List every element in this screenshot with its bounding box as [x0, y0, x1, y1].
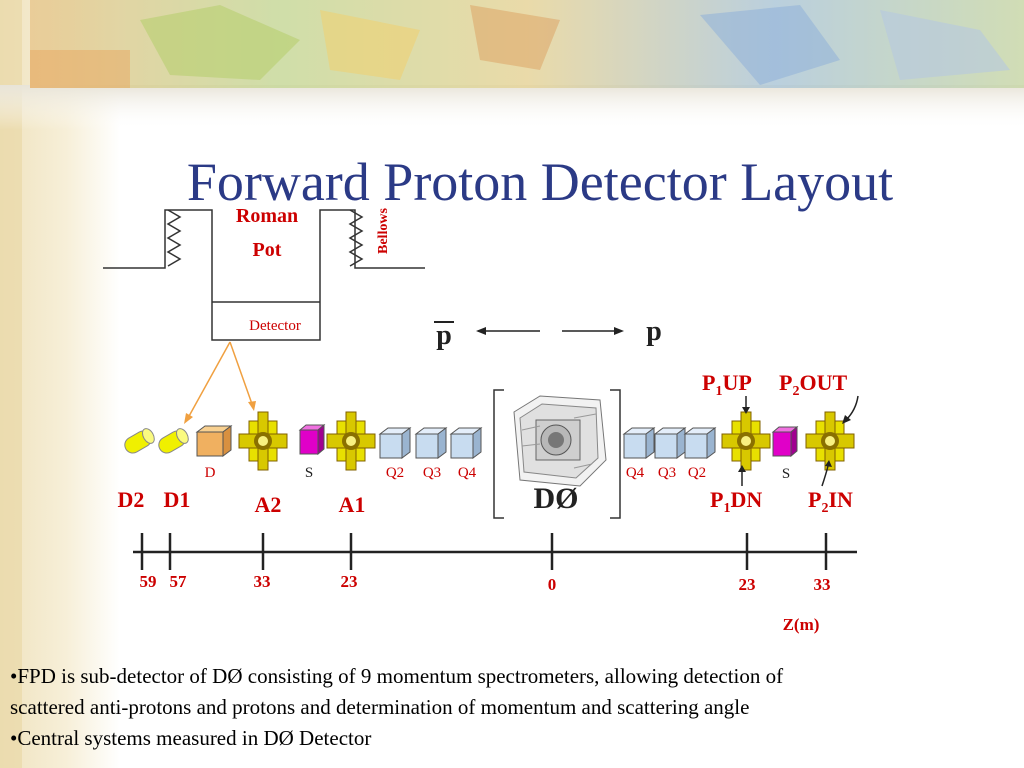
- bellows-label: Bellows: [376, 208, 391, 254]
- z-tick-label-23-right: 23: [739, 575, 756, 594]
- z-axis-unit-label: Z(m): [783, 615, 820, 634]
- pointer-line-left: [187, 341, 231, 419]
- station-a1-label: A1: [339, 492, 366, 517]
- z-tick-label-33-right: 33: [814, 575, 831, 594]
- separator-left: [298, 423, 326, 456]
- dipole-magnet-label: D: [205, 465, 216, 481]
- separator-left-label: S: [305, 465, 313, 481]
- roman-pot-outline: [103, 209, 425, 341]
- dipole-station-d1: [158, 428, 189, 454]
- bellows-left: [166, 209, 182, 267]
- z-tick-label-33-left: 33: [254, 572, 271, 591]
- detector-bracket-right: [610, 389, 621, 519]
- detector-bracket-left: [493, 389, 504, 519]
- quadrupole-q4-right: [622, 427, 656, 459]
- p1dn-arrowhead: [738, 465, 746, 472]
- bullet-line-1: •FPD is sub-detector of DØ consisting of…: [10, 664, 784, 688]
- p1up-arrowhead: [742, 407, 750, 414]
- upper-pot-labels: P1UP P2OUT: [702, 370, 859, 487]
- bullet-line-2: scattered anti-protons and protons and d…: [10, 695, 750, 719]
- quadrupole-q2-left: [378, 427, 412, 459]
- p2in-arrowhead: [825, 460, 832, 467]
- pointer-line-right: [229, 341, 253, 405]
- q2-right-label: Q2: [688, 465, 706, 481]
- p2out-arrow: [845, 395, 859, 421]
- separator-right: [771, 425, 799, 458]
- p2in-label: P2IN: [808, 487, 853, 516]
- z-axis: 59 57 33 23 0 23 33 Z(m): [133, 533, 857, 634]
- p2out-arrowhead: [842, 415, 851, 424]
- z-tick-label-0: 0: [548, 575, 557, 594]
- roman-pot-station-p1: [721, 411, 771, 471]
- z-tick-label-23-left: 23: [341, 572, 358, 591]
- roman-pot-label-line1: Roman: [236, 205, 298, 227]
- p2in-arrow: [821, 465, 829, 487]
- quadrupole-q4-left: [449, 427, 483, 459]
- station-a2-label: A2: [255, 492, 282, 517]
- p2out-label: P2OUT: [779, 370, 847, 399]
- roman-pot-station-p2: [805, 411, 855, 471]
- station-labels: D2 D1 A2 A1 P1DN P2IN: [118, 487, 853, 517]
- dipole-magnet: [195, 425, 233, 457]
- proton-arrowhead: [614, 327, 624, 335]
- proton-label: p: [646, 316, 662, 347]
- bellows-right: [348, 209, 364, 267]
- d0-label: DØ: [534, 482, 579, 515]
- detector-label: Detector: [249, 318, 301, 334]
- q3-left-label: Q3: [423, 465, 441, 481]
- station-d1-label: D1: [164, 487, 191, 512]
- q2-left-label: Q2: [386, 465, 404, 481]
- component-labels: D S Q2 Q3 Q4 Q4 Q3 Q2 S: [205, 465, 791, 482]
- station-d2-label: D2: [118, 487, 145, 512]
- dipole-station-d2: [124, 428, 155, 454]
- roman-pot-schematic: Roman Pot Bellows Detector: [103, 205, 425, 424]
- separator-right-label: S: [782, 466, 790, 482]
- q3-right-label: Q3: [658, 465, 676, 481]
- d0-central-detector: DØ: [493, 389, 621, 519]
- bullet-line-3: •Central systems measured in DØ Detector: [10, 726, 372, 750]
- antiproton-arrowhead: [476, 327, 486, 335]
- pointer-arrowhead-right: [248, 401, 256, 411]
- quadrupole-q3-right: [653, 427, 687, 459]
- roman-pot-label-line2: Pot: [253, 239, 282, 261]
- quadrupole-q2-right: [683, 427, 717, 459]
- roman-pot-station-a1: [326, 411, 376, 471]
- bullet-text: •FPD is sub-detector of DØ consisting of…: [10, 661, 1010, 754]
- q4-left-label: Q4: [458, 465, 477, 481]
- z-tick-label-59: 59: [140, 572, 157, 591]
- p1dn-label: P1DN: [710, 487, 762, 516]
- slide-title: Forward Proton Detector Layout: [186, 152, 894, 212]
- antiproton-label: p: [436, 320, 452, 351]
- z-tick-label-57: 57: [170, 572, 188, 591]
- q4-right-label: Q4: [626, 465, 645, 481]
- pointer-arrowhead-left: [184, 413, 193, 424]
- p1up-label: P1UP: [702, 370, 752, 399]
- roman-pot-station-a2: [238, 411, 288, 471]
- beam-directions: p p: [434, 316, 662, 351]
- quadrupole-q3-left: [414, 427, 448, 459]
